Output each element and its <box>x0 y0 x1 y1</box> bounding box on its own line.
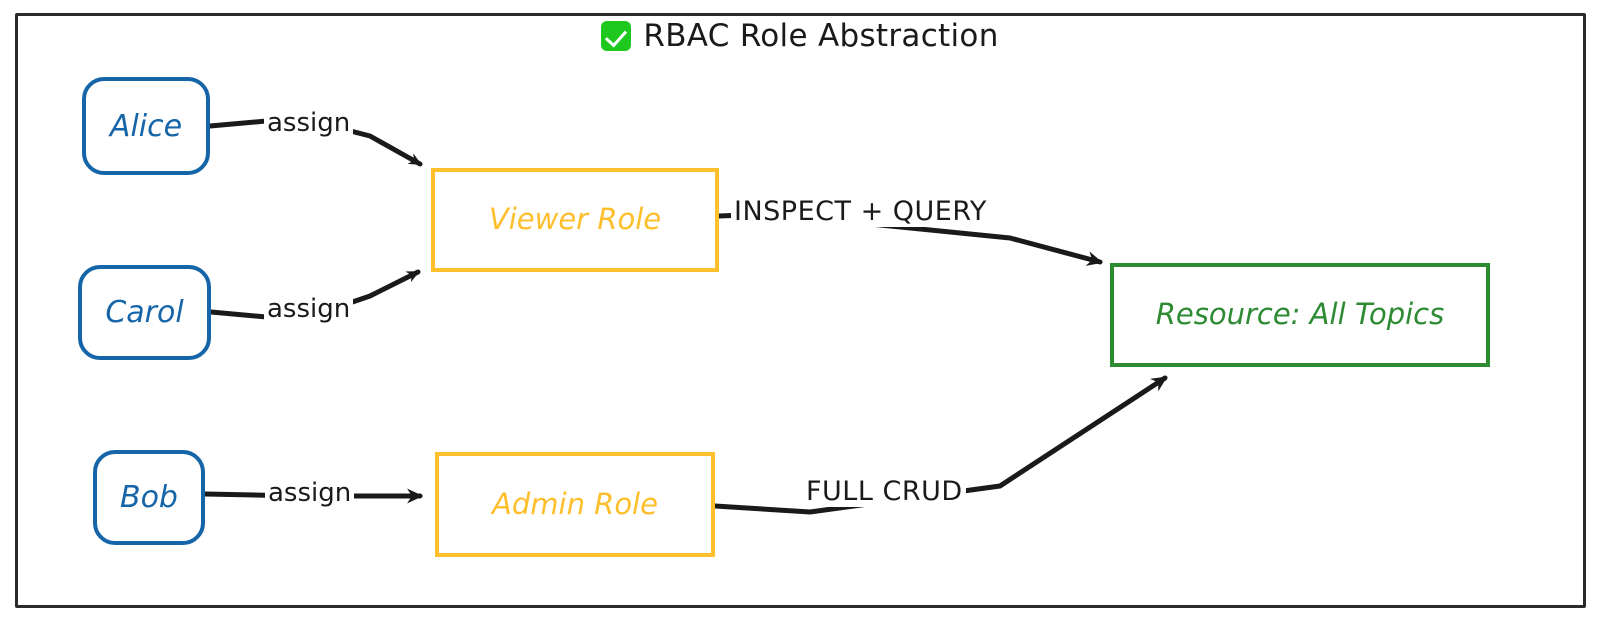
edge-label-carol-viewer: assign <box>264 294 354 324</box>
node-resource-label: Resource: All Topics <box>1155 297 1445 332</box>
node-alice[interactable]: Alice <box>82 77 210 175</box>
white-check-mark-icon <box>601 21 632 51</box>
edge-label-viewer-resource: INSPECT + QUERY <box>731 196 990 227</box>
node-bob[interactable]: Bob <box>93 450 205 545</box>
node-admin-role-label: Admin Role <box>492 486 658 521</box>
node-alice-label: Alice <box>109 108 183 144</box>
node-bob-label: Bob <box>120 480 178 515</box>
edge-label-admin-resource: FULL CRUD <box>803 476 966 507</box>
node-viewer-role[interactable]: Viewer Role <box>431 168 719 272</box>
edge-label-bob-admin: assign <box>265 478 355 508</box>
diagram-title: RBAC Role Abstraction <box>0 18 1600 54</box>
page-title: RBAC Role Abstraction <box>643 18 999 54</box>
node-admin-role[interactable]: Admin Role <box>435 452 715 557</box>
node-carol[interactable]: Carol <box>78 265 211 360</box>
edge-label-alice-viewer: assign <box>264 108 354 138</box>
node-viewer-role-label: Viewer Role <box>488 202 662 237</box>
node-carol-label: Carol <box>105 295 184 330</box>
node-resource-all-topics[interactable]: Resource: All Topics <box>1110 263 1490 367</box>
